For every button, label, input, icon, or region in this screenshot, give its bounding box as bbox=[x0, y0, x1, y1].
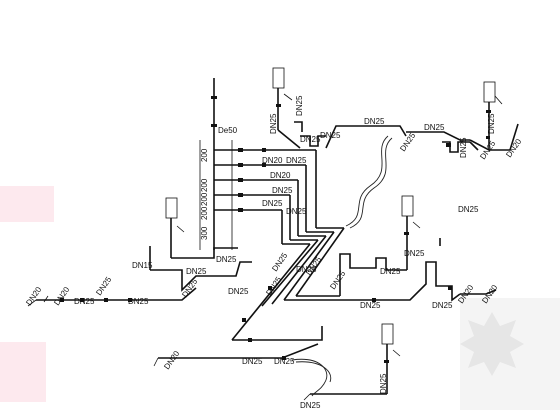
fixture-top-center bbox=[272, 67, 407, 149]
watermark-logo bbox=[460, 298, 560, 410]
dn-label-15: DN25 bbox=[272, 186, 293, 195]
spacing-label-5: 300 bbox=[200, 226, 209, 240]
dn-label-36: DN25 bbox=[360, 301, 381, 310]
fixture-right-middle bbox=[339, 195, 497, 302]
dn-label-17: DN15 bbox=[132, 261, 153, 270]
dn-label-29: DN25 bbox=[296, 265, 317, 274]
dn-label-23: DN25 bbox=[94, 275, 113, 297]
fixture-bottom-right bbox=[291, 323, 401, 401]
flex-hose-center bbox=[345, 135, 389, 227]
watermark-block-bottom-left bbox=[0, 342, 46, 402]
dn-label-11: DN25 bbox=[295, 95, 304, 116]
dn-label-31: DN25 bbox=[328, 269, 347, 291]
dn-label-2: DN25 bbox=[300, 135, 321, 144]
spacing-label-4: 200 bbox=[200, 206, 209, 220]
dn-label-21: DN20 bbox=[52, 285, 71, 307]
main-riser bbox=[199, 78, 233, 250]
dn-label-20: DN20 bbox=[24, 285, 43, 307]
dn-label-13: DN20 bbox=[262, 156, 283, 165]
dn-label-37: DN25 bbox=[432, 301, 453, 310]
dn-label-14: DN20 bbox=[270, 171, 291, 180]
dn-label-19: DN25 bbox=[216, 255, 237, 264]
dn-label-44: DN25 bbox=[300, 401, 321, 410]
dn-label-10: DN20 bbox=[504, 137, 523, 159]
dn-label-41: DN25 bbox=[286, 207, 307, 216]
dn-label-16: DN25 bbox=[262, 199, 283, 208]
riser-label: De50 bbox=[218, 126, 238, 135]
dn-label-3: DN25 bbox=[320, 131, 341, 140]
dn-label-33: DN20 bbox=[162, 349, 181, 371]
dn-label-35: DN25 bbox=[274, 357, 295, 366]
dn-label-1: DN25 bbox=[269, 113, 278, 134]
fixture-left bbox=[27, 197, 252, 307]
bottom-branch bbox=[153, 326, 323, 367]
dn-label-6: DN25 bbox=[398, 131, 417, 153]
dn-label-18: DN25 bbox=[186, 267, 207, 276]
dn-label-8: DN25 bbox=[487, 113, 496, 134]
spacing-label-3: 200 bbox=[200, 192, 209, 206]
dn-label-26: DN25 bbox=[228, 287, 249, 296]
dn-label-7: DN25 bbox=[459, 137, 468, 158]
dn-label-43: DN25 bbox=[379, 373, 388, 394]
dn-label-24: DN25 bbox=[128, 297, 149, 306]
dn-label-32: DN25 bbox=[380, 267, 401, 276]
dn-label-28: DN25 bbox=[270, 251, 289, 273]
spacing-label-1: 200 bbox=[200, 148, 209, 162]
watermark-block-left bbox=[0, 186, 54, 222]
dn-label-42: DN25 bbox=[458, 205, 479, 214]
dn-label-12: DN25 bbox=[286, 156, 307, 165]
dn-label-39: DN25 bbox=[404, 249, 425, 258]
fixture-top-right bbox=[406, 81, 519, 153]
dn-label-34: DN25 bbox=[242, 357, 263, 366]
riser-branches bbox=[214, 148, 344, 245]
dn-label-5: DN25 bbox=[424, 123, 445, 132]
dn-label-4: DN25 bbox=[364, 117, 385, 126]
spacing-label-2: 200 bbox=[200, 178, 209, 192]
diagonal-bundle bbox=[231, 227, 350, 341]
flex-hose-center-2 bbox=[349, 137, 393, 229]
dn-label-22: DN25 bbox=[74, 297, 95, 306]
